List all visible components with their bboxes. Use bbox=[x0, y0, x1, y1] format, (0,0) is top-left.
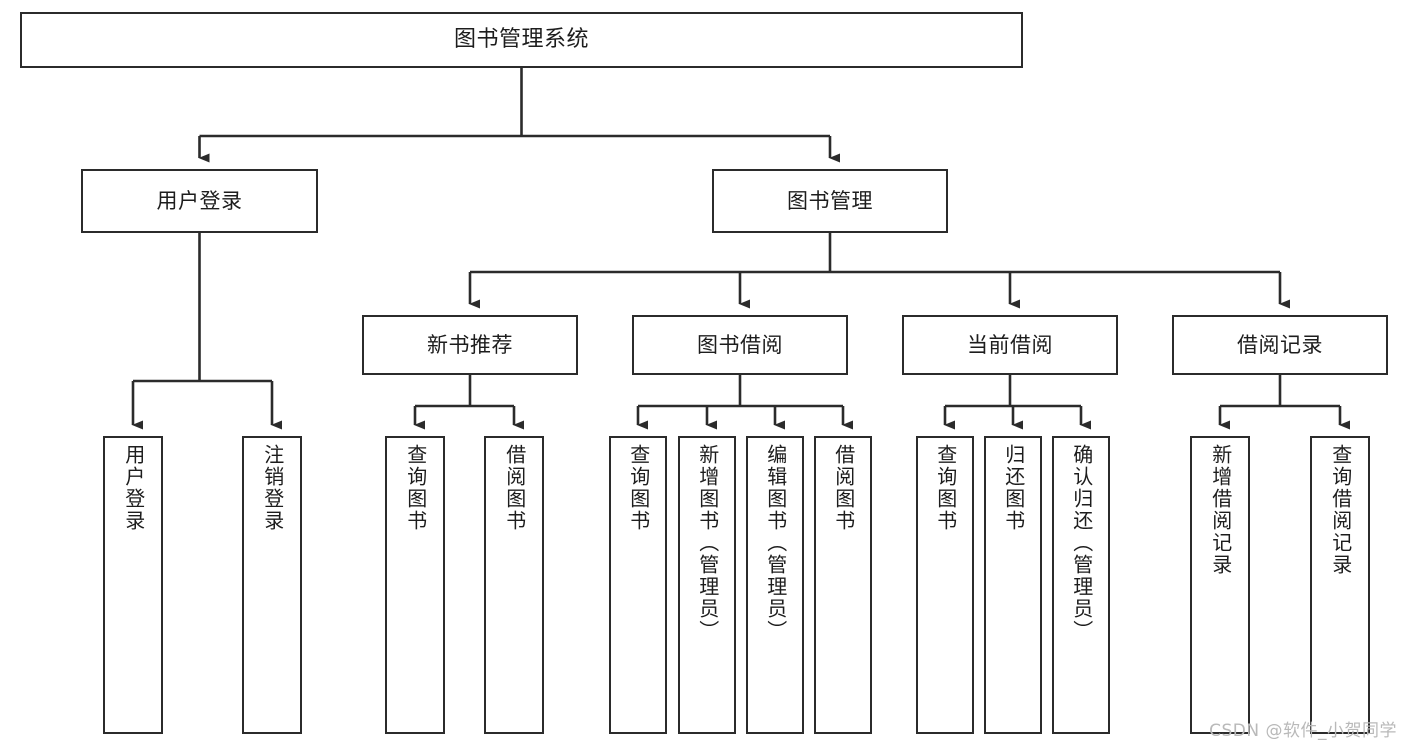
node-root-system[interactable]: 图书管理系统 bbox=[20, 12, 1023, 68]
node-leaf-add-borrow-record-label: 新增借阅记录 bbox=[1208, 444, 1233, 576]
node-leaf-query-book-borrow[interactable]: 查询图书 bbox=[609, 436, 667, 734]
node-leaf-return-book[interactable]: 归还图书 bbox=[984, 436, 1042, 734]
node-borrow-record[interactable]: 借阅记录 bbox=[1172, 315, 1388, 375]
node-leaf-logout-login[interactable]: 注销登录 bbox=[242, 436, 302, 734]
edges-new-book-recommend-to-leaves bbox=[413, 375, 524, 430]
node-leaf-borrow-book-new-label: 借阅图书 bbox=[502, 444, 527, 532]
node-leaf-query-book-current-label: 查询图书 bbox=[933, 444, 958, 532]
node-leaf-borrow-book[interactable]: 借阅图书 bbox=[814, 436, 872, 734]
node-leaf-add-borrow-record[interactable]: 新增借阅记录 bbox=[1190, 436, 1250, 734]
node-book-borrow[interactable]: 图书借阅 bbox=[632, 315, 848, 375]
node-current-borrow[interactable]: 当前借阅 bbox=[902, 315, 1118, 375]
node-leaf-query-book-new-label: 查询图书 bbox=[403, 444, 428, 532]
node-leaf-user-login-label: 用户登录 bbox=[121, 444, 146, 532]
node-leaf-query-book-borrow-label: 查询图书 bbox=[626, 444, 651, 532]
edges-user-login-to-leaves bbox=[131, 233, 282, 430]
edges-current-borrow-to-leaves bbox=[943, 375, 1091, 430]
node-leaf-query-borrow-record-label: 查询借阅记录 bbox=[1328, 444, 1353, 576]
edges-book-manage-to-level3 bbox=[468, 233, 1290, 309]
node-leaf-user-login[interactable]: 用户登录 bbox=[103, 436, 163, 734]
node-book-manage[interactable]: 图书管理 bbox=[712, 169, 948, 233]
node-leaf-add-book-label: 新增图书（管理员） bbox=[695, 444, 720, 642]
node-leaf-logout-login-label: 注销登录 bbox=[260, 444, 285, 532]
node-new-book-recommend[interactable]: 新书推荐 bbox=[362, 315, 578, 375]
node-leaf-confirm-return-label: 确认归还（管理员） bbox=[1069, 444, 1094, 642]
node-user-login[interactable]: 用户登录 bbox=[81, 169, 318, 233]
node-leaf-add-book[interactable]: 新增图书（管理员） bbox=[678, 436, 736, 734]
node-leaf-borrow-book-label: 借阅图书 bbox=[831, 444, 856, 532]
node-leaf-return-book-label: 归还图书 bbox=[1001, 444, 1026, 532]
node-leaf-edit-book-label: 编辑图书（管理员） bbox=[763, 444, 788, 642]
node-new-book-recommend-label: 新书推荐 bbox=[427, 332, 513, 357]
node-leaf-edit-book[interactable]: 编辑图书（管理员） bbox=[746, 436, 804, 734]
node-leaf-confirm-return[interactable]: 确认归还（管理员） bbox=[1052, 436, 1110, 734]
node-root-system-label: 图书管理系统 bbox=[453, 26, 589, 52]
node-leaf-query-book-new[interactable]: 查询图书 bbox=[385, 436, 445, 734]
node-leaf-query-borrow-record[interactable]: 查询借阅记录 bbox=[1310, 436, 1370, 734]
node-current-borrow-label: 当前借阅 bbox=[967, 332, 1053, 357]
node-leaf-query-book-current[interactable]: 查询图书 bbox=[916, 436, 974, 734]
node-book-manage-label: 图书管理 bbox=[787, 188, 873, 213]
edges-book-borrow-to-leaves bbox=[636, 375, 853, 430]
node-user-login-label: 用户登录 bbox=[156, 188, 243, 213]
edges-borrow-record-to-leaves bbox=[1218, 375, 1350, 430]
node-borrow-record-label: 借阅记录 bbox=[1237, 332, 1323, 357]
edges-root-to-level2 bbox=[198, 68, 840, 163]
node-leaf-borrow-book-new[interactable]: 借阅图书 bbox=[484, 436, 544, 734]
node-book-borrow-label: 图书借阅 bbox=[697, 332, 783, 357]
